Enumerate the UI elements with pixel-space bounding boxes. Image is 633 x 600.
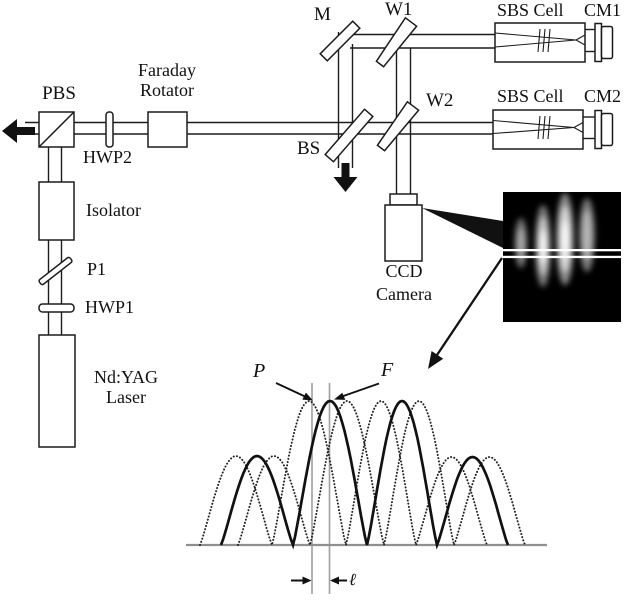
p-annotation-arrow — [275, 382, 313, 401]
sbs-cell-1 — [494, 22, 595, 63]
label-displacement-ell: ℓ — [349, 570, 357, 589]
curve-dotted-left — [199, 400, 488, 549]
wedge-w1 — [375, 16, 418, 68]
label-hwp2: HWP2 — [83, 147, 132, 167]
optical-components — [38, 16, 614, 448]
ccd-camera — [384, 193, 423, 262]
mirror-cm1 — [594, 22, 614, 63]
laser-box — [38, 334, 76, 448]
displacement-arrows — [291, 576, 347, 585]
label-hwp1: HWP1 — [85, 297, 134, 317]
label-faraday-line1: Faraday — [138, 60, 196, 80]
label-mirror-m: M — [314, 4, 331, 25]
output-arrow-left — [2, 119, 35, 143]
inset-to-plot-arrow — [428, 257, 503, 369]
p1-plate — [38, 256, 73, 286]
label-ccd-line2: Camera — [376, 284, 432, 304]
hwp1-plate — [38, 303, 75, 313]
beamsplitter-bs — [324, 108, 374, 163]
label-cm1: CM1 — [584, 0, 622, 20]
label-laser-line2: Laser — [106, 387, 146, 407]
wedge-w2 — [376, 100, 420, 152]
fringe-image — [503, 192, 621, 322]
label-curve-f: F — [381, 359, 394, 381]
faraday-rotator-box — [147, 111, 188, 148]
label-cm2: CM2 — [584, 86, 622, 106]
dump-arrow-down — [333, 163, 358, 192]
fringe-profile-plot — [186, 382, 547, 594]
mirror-cm2 — [594, 109, 614, 150]
isolator-box — [38, 181, 75, 241]
label-laser: Nd:YAG Laser — [78, 367, 174, 407]
f-annotation-arrow — [334, 382, 380, 400]
hwp2-plate — [105, 111, 114, 148]
label-laser-line1: Nd:YAG — [93, 367, 158, 387]
label-faraday-line2: Rotator — [140, 80, 194, 100]
label-faraday-rotator: Faraday Rotator — [122, 60, 212, 100]
label-w1: W1 — [385, 0, 413, 20]
label-ccd-camera: CCD Camera — [360, 260, 448, 306]
label-sbs-cell-1: SBS Cell — [497, 0, 564, 20]
label-sbs-cell-2: SBS Cell — [497, 86, 564, 106]
label-bs: BS — [297, 138, 321, 159]
label-curve-p: P — [253, 360, 266, 382]
label-pbs: PBS — [42, 83, 76, 104]
curve-solid-f — [219, 399, 510, 550]
beam-lines — [25, 32, 500, 340]
curve-dotted-right — [237, 400, 526, 549]
callout-wedge — [422, 208, 503, 248]
sampling-line-bottom — [503, 255, 621, 259]
mirror-m — [319, 20, 361, 62]
label-isolator: Isolator — [86, 200, 141, 220]
label-w2: W2 — [426, 90, 454, 111]
label-p1: P1 — [87, 259, 107, 279]
pbs-cube — [38, 111, 75, 148]
label-ccd-line1: CCD — [385, 261, 423, 281]
sbs-cell-2 — [492, 109, 595, 150]
sampling-line-top — [503, 249, 621, 252]
